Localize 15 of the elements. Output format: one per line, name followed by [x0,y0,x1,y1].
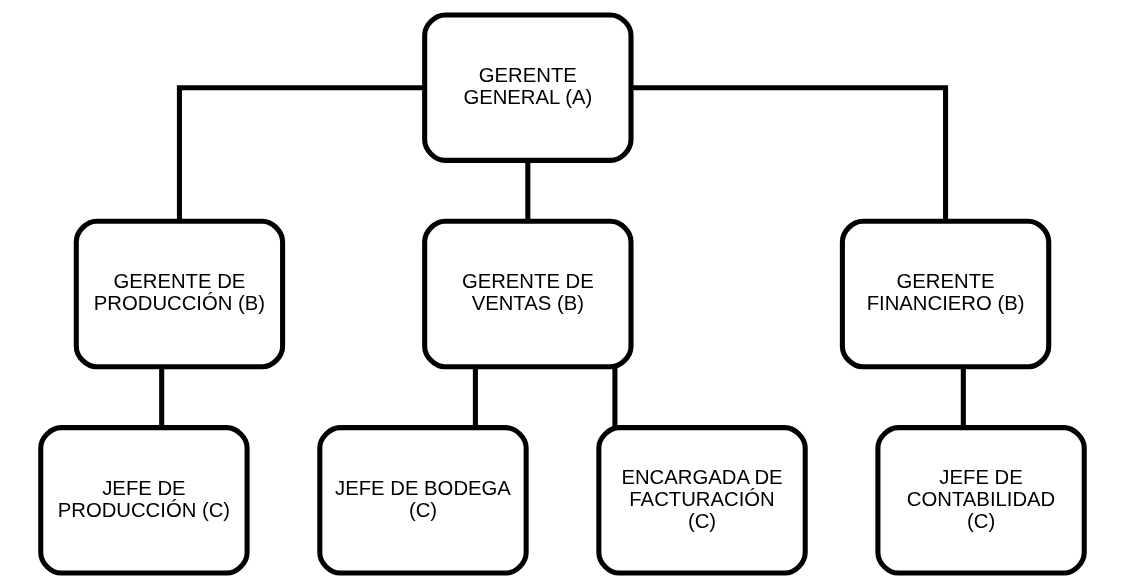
node-box: JEFE DE BODEGA (C) [316,425,529,576]
connector [158,366,164,428]
connector [960,366,966,428]
node-box: JEFE DE PRODUCCIÓN (C) [37,425,250,576]
connector [176,85,424,222]
node-box: GERENTE FINANCIERO (B) [839,218,1051,370]
node-box: GERENTE DE PRODUCCIÓN (B) [73,218,285,370]
node-box: GERENTE GENERAL (A) [421,12,634,163]
node-box: JEFE DE CONTABILIDAD (C) [874,425,1087,576]
connector [630,85,948,222]
connector [472,366,478,428]
connector [524,160,530,222]
node-box: ENCARGADA DE FACTURACIÓN (C) [595,425,808,576]
connector [611,366,617,428]
node-box: GERENTE DE VENTAS (B) [421,218,634,370]
